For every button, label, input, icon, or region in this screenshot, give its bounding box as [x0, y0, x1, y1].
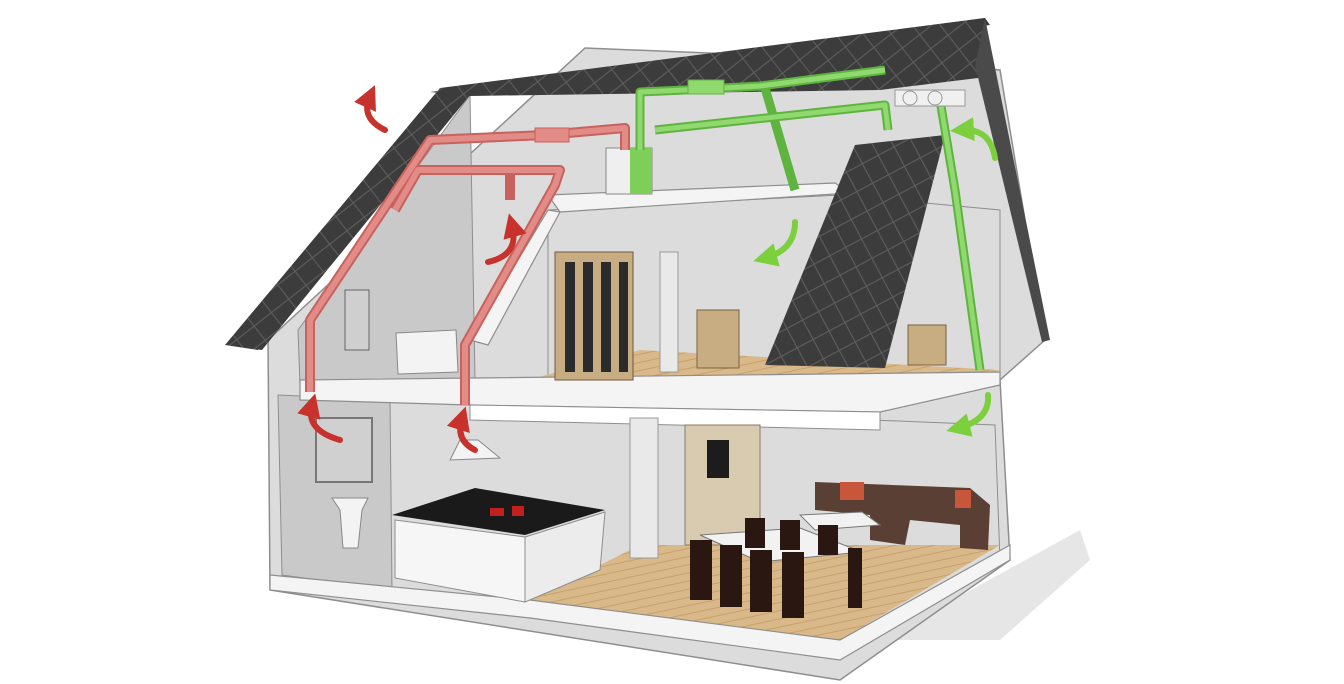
extract-arrow-bathroom	[297, 393, 343, 443]
exhaust-arrow-roof	[354, 85, 388, 133]
supply-arrows	[753, 117, 998, 437]
mvhr-unit	[605, 147, 653, 195]
extract-arrows	[297, 85, 527, 453]
roof-left-slope	[228, 90, 470, 350]
extract-ductwork-highlight	[307, 125, 628, 405]
supply-ductwork-highlight	[637, 67, 983, 371]
supply-silencer	[687, 79, 725, 95]
kitchen-island	[392, 488, 606, 603]
upper-floor-furniture	[554, 251, 947, 381]
roof-vent-terminals	[894, 89, 966, 107]
floor-slab-front	[469, 404, 881, 431]
extract-arrow-attic	[485, 213, 527, 265]
foundation-slab	[269, 543, 1011, 661]
intake-arrow-roof	[950, 117, 998, 161]
supply-arrow-ground	[946, 392, 992, 437]
ground-floor-fixtures	[449, 417, 990, 618]
bathroom-fixtures	[315, 289, 459, 549]
extract-arrow-kitchen	[446, 406, 478, 453]
roof-right-edge	[975, 18, 1050, 342]
supply-arrow-upper	[753, 219, 798, 267]
roof-right-panel	[765, 135, 945, 368]
extract-silencer	[534, 127, 570, 143]
